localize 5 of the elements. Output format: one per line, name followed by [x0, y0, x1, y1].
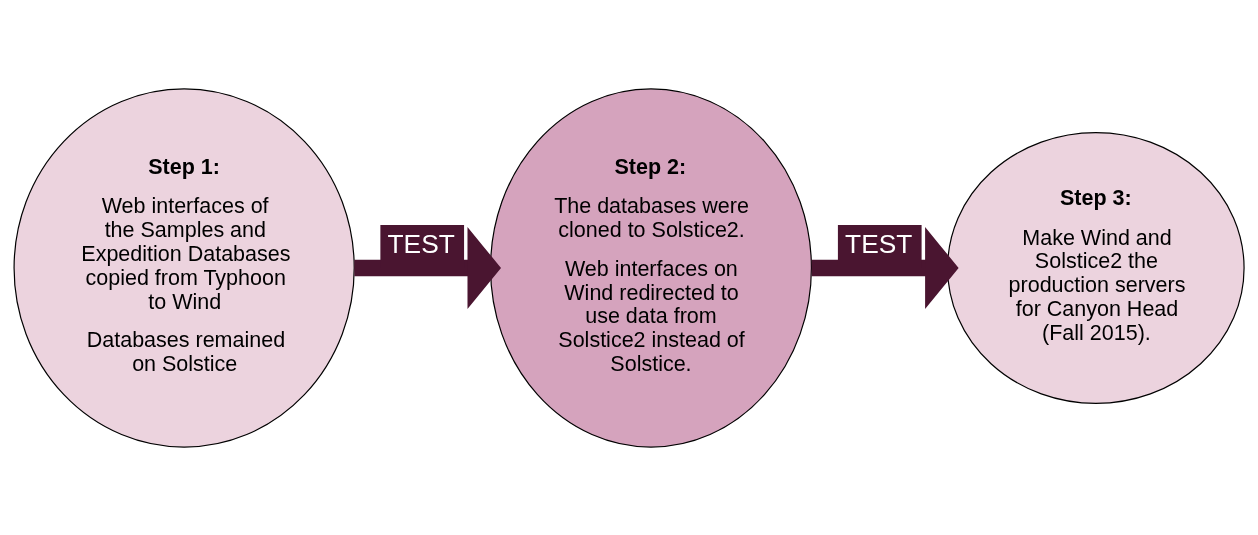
edge-label: TEST: [845, 228, 913, 259]
node-circle: Step 1: Web interfaces of the Samples and Expedition Databases copied from Typhoon to Wind Databases remained on Solstice: [13, 87, 355, 448]
edge-label: TEST: [387, 228, 455, 259]
node-ellipse: Step 2: The databases were cloned to Solstice2. Web interfaces on Wind redirected to use data from Solstice2 instead of Solstice.: [489, 87, 813, 448]
node-circle: Step 3: Make Wind and Solstice2 the production servers for Canyon Head (Fall 2015).: [947, 131, 1245, 404]
